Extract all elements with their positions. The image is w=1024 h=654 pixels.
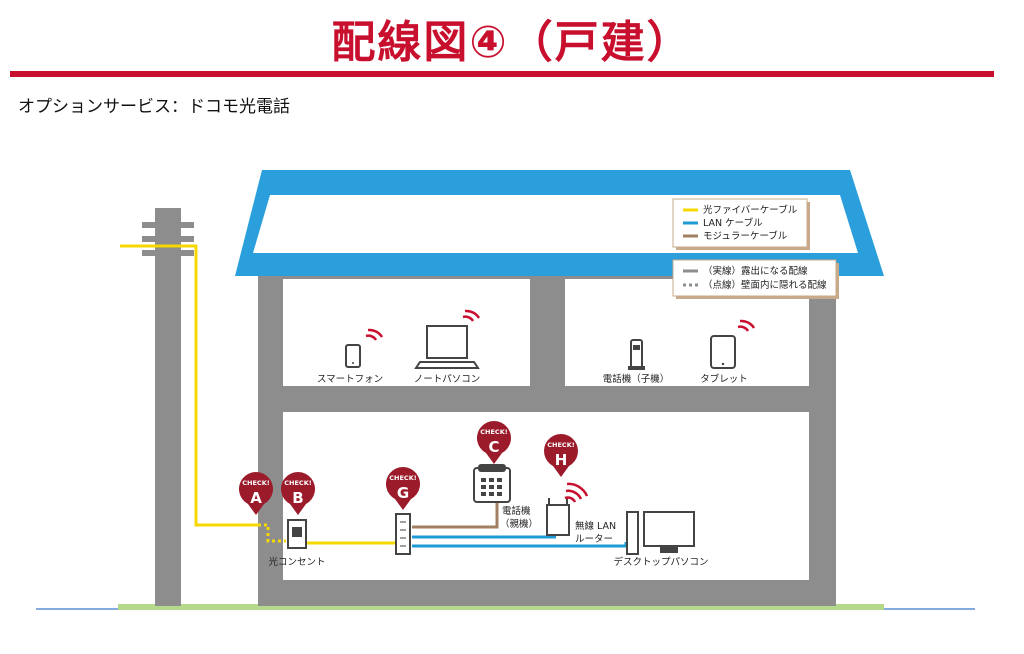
label-smartphone: スマートフォン [317, 374, 383, 385]
wireless-router-device [546, 482, 589, 536]
check-letter-c: C [488, 438, 499, 456]
legend-line-styles: （実線）露出になる配線 （点線）壁面内に隠れる配線 [672, 259, 839, 299]
wifi-waves-icon [365, 328, 384, 341]
house-structure [258, 270, 836, 606]
legend-lan-label: LAN ケーブル [703, 217, 763, 229]
label-handset: 電話機（子機） [603, 373, 670, 385]
legend-cables: 光ファイバーケーブル LAN ケーブル モジュラーケーブル [672, 198, 810, 250]
svg-text:CHECK!: CHECK! [284, 479, 311, 487]
tablet-device [710, 319, 756, 369]
legend-modular-label: モジュラーケーブル [703, 230, 788, 242]
label-outlet: 光コンセント [268, 556, 325, 568]
onu-device [395, 513, 411, 555]
check-badge-h: CHECK! H [544, 434, 578, 477]
check-badge-b: CHECK! B [281, 472, 316, 515]
utility-pole [142, 208, 194, 606]
label-router-line2: ルーター [575, 534, 613, 545]
svg-text:CHECK!: CHECK! [480, 428, 507, 436]
legend-dotted-label: （点線）壁面内に隠れる配線 [703, 279, 827, 291]
label-tablet: タブレット [700, 373, 748, 385]
label-laptop: ノートパソコン [414, 374, 481, 385]
optical-outlet-device [287, 519, 307, 549]
label-router-line1: 無線 LAN [575, 520, 616, 532]
desktop-pc-device [626, 511, 695, 555]
check-letter-a: A [250, 489, 262, 507]
laptop-device [414, 309, 481, 369]
desk-phone-device [473, 464, 511, 503]
svg-text:CHECK!: CHECK! [242, 479, 269, 487]
fiber-cable-inwall [258, 523, 286, 543]
fiber-cable-outside [120, 244, 258, 527]
check-badge-g: CHECK! G [386, 467, 420, 510]
grass-strip [118, 604, 884, 610]
smartphone-device [345, 328, 384, 368]
label-desktop: デスクトップパソコン [613, 556, 708, 568]
check-badge-c: CHECK! C [476, 421, 511, 464]
label-phone-line1: 電話機 [502, 505, 531, 517]
check-letter-h: H [555, 451, 568, 469]
modular-cable-to-phone [412, 502, 499, 529]
page-title: 配線図④（戸建） [331, 17, 693, 68]
wifi-waves-icon [564, 482, 589, 503]
wifi-waves-icon [462, 309, 481, 322]
legend-fiber-label: 光ファイバーケーブル [703, 204, 798, 216]
svg-text:CHECK!: CHECK! [389, 474, 416, 482]
page-subtitle: オプションサービス：ドコモ光電話 [18, 97, 290, 117]
check-letter-b: B [292, 489, 303, 507]
wifi-waves-icon [737, 319, 756, 332]
check-letter-g: G [397, 484, 409, 502]
label-phone-line2: （親機） [500, 518, 538, 530]
check-badge-a: CHECK! A [239, 472, 273, 515]
legend-solid-label: （実線）露出になる配線 [703, 265, 808, 277]
title-underline [10, 71, 994, 77]
svg-text:CHECK!: CHECK! [547, 441, 574, 449]
cordless-handset-device [628, 339, 645, 370]
